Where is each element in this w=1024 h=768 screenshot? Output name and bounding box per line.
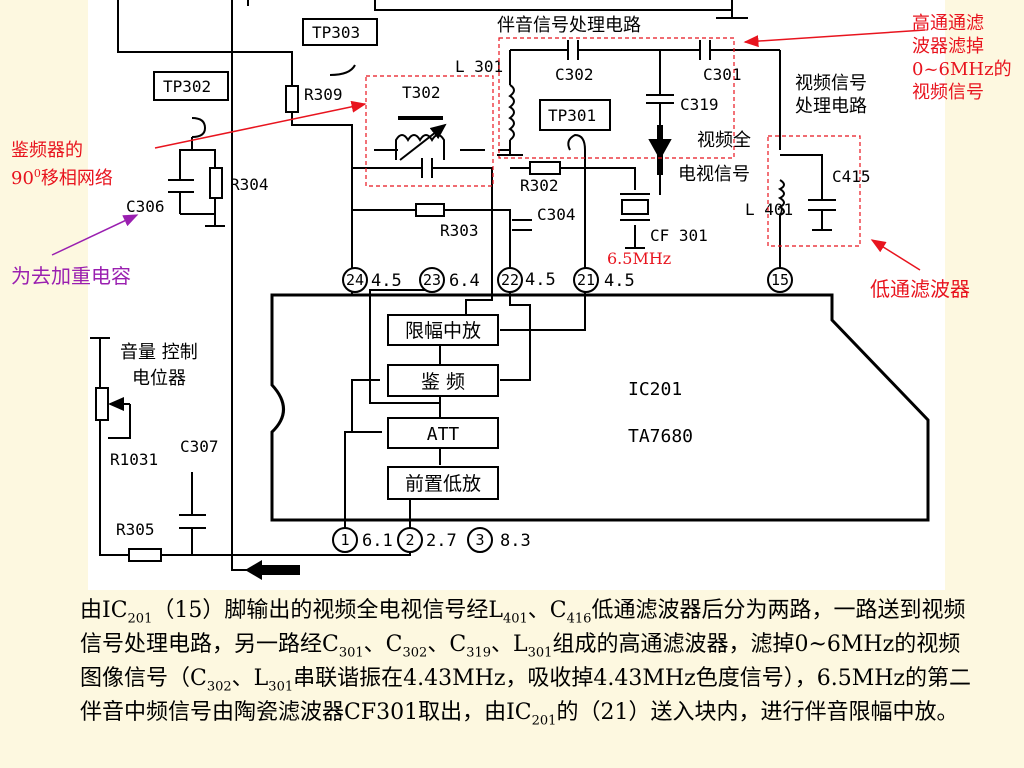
components (95, 18, 836, 562)
annotation-discr-line2: 900移相网络 (11, 167, 113, 189)
component-labels: TP303 TP302 TP301 R309 R304 R302 R303 R3… (110, 23, 871, 539)
pin-15 (767, 267, 793, 293)
ic-body (270, 293, 930, 522)
label-t302: T302 (402, 83, 441, 102)
pin-21-volt: 4.5 (604, 271, 635, 291)
block-discriminator-label: 鉴 频 (421, 371, 465, 393)
label-ic-model: TA7680 (628, 426, 693, 447)
outline-hpf (498, 37, 735, 159)
pin-24 (342, 267, 368, 293)
outline-lpf (767, 135, 861, 247)
annotation-discr-line1: 鉴频器的 (11, 140, 83, 161)
annotation-hpf-line1: 高通通滤 (912, 13, 984, 34)
annotation-hpf: 高通通滤 波器滤掉 0~6MHz的 视频信号 (912, 12, 1024, 104)
label-video-circuit-1: 视频信号 (795, 73, 867, 94)
label-c304: C304 (537, 205, 576, 224)
annotation-arrows (51, 29, 926, 271)
pin-23-num: 23 (423, 271, 441, 289)
pin-1-volt: 6.1 (362, 531, 393, 551)
label-c306: C306 (126, 197, 165, 216)
circuit-diagram: 24 23 22 21 15 1 2 3 4.5 6.4 4.5 4.5 6.1… (51, 0, 930, 580)
pin-voltages: 4.5 6.4 4.5 4.5 6.1 2.7 8.3 (362, 270, 635, 551)
block-preamp (387, 466, 499, 500)
annotation-hpf-line4: 视频信号 (912, 82, 984, 103)
block-att-label: ATT (427, 424, 460, 445)
annotation-hpf-line3: 0~6MHz的 (912, 59, 1012, 80)
block-limiter-amp-label: 限幅中放 (405, 320, 481, 342)
outline-phase-network (365, 75, 494, 187)
label-ic-name: IC201 (628, 379, 682, 400)
label-video-circuit-2: 处理电路 (795, 96, 867, 117)
pin-3-volt: 8.3 (500, 531, 531, 551)
label-full-tv-1: 视频全 (697, 130, 751, 151)
label-c415: C415 (832, 167, 871, 186)
pin-23 (419, 267, 445, 293)
pin-22 (497, 267, 523, 293)
label-sound-circuit: 伴音信号处理电路 (497, 15, 641, 36)
annotation-hpf-line2: 波器滤掉 (912, 36, 984, 57)
label-r303: R303 (440, 221, 479, 240)
label-r305: R305 (116, 520, 155, 539)
pin-1 (332, 527, 358, 553)
block-att (387, 417, 499, 449)
label-volume-2: 电位器 (132, 368, 186, 389)
label-r302: R302 (520, 176, 559, 195)
pin-3-num: 3 (475, 531, 484, 549)
label-c319: C319 (680, 95, 719, 114)
label-r304: R304 (230, 175, 269, 194)
label-c302: C302 (555, 65, 594, 84)
ic-blocks (387, 314, 499, 500)
annotation-deemphasis: 为去加重电容 (11, 264, 131, 288)
annotation-discriminator: 鉴频器的 900移相网络 (11, 139, 161, 190)
pin-22-num: 22 (501, 271, 519, 289)
annotation-lpf: 低通滤波器 (870, 277, 970, 301)
pin-2-volt: 2.7 (426, 531, 457, 551)
output-arrow (231, 558, 300, 580)
pin-24-num: 24 (346, 271, 364, 289)
label-c301: C301 (703, 65, 742, 84)
pin-3 (467, 527, 493, 553)
pin-texts: 24 23 22 21 15 1 2 3 (340, 271, 789, 549)
pin-2-num: 2 (405, 531, 414, 549)
label-freq: 6.5MHz (607, 249, 671, 268)
label-r1031: R1031 (110, 450, 158, 469)
block-limiter-amp (387, 314, 499, 346)
label-r309: R309 (304, 85, 343, 104)
pins (332, 267, 793, 553)
label-full-tv-2: 电视信号 (678, 164, 750, 185)
block-discriminator (387, 364, 499, 397)
pin-1-num: 1 (340, 531, 349, 549)
block-texts: 限幅中放 鉴 频 ATT 前置低放 (405, 320, 481, 495)
label-volume-1: 音量 控制 (120, 342, 198, 363)
label-tp301: TP301 (548, 106, 596, 125)
label-cf301: CF 301 (650, 226, 708, 245)
pin-23-volt: 6.4 (449, 271, 480, 291)
pin-2 (397, 527, 423, 553)
label-l301: L 301 (455, 57, 503, 76)
pin-24-volt: 4.5 (371, 271, 402, 291)
block-preamp-label: 前置低放 (405, 473, 481, 495)
pin-22-volt: 4.5 (525, 270, 556, 290)
explanation-paragraph: 由IC201（15）脚输出的视频全电视信号经L401、C416低通滤波器后分为两… (80, 598, 971, 729)
pin-21-num: 21 (577, 271, 595, 289)
label-l401: L 401 (745, 200, 793, 219)
label-tp303: TP303 (312, 23, 360, 42)
pin-21 (573, 267, 599, 293)
pin-15-num: 15 (771, 271, 789, 289)
dashed-outlines (365, 37, 861, 247)
chinese-labels: 伴音信号处理电路 视频信号 处理电路 视频全 电视信号 音量 控制 电位器 (120, 15, 867, 389)
label-c307: C307 (180, 437, 219, 456)
label-tp302: TP302 (163, 77, 211, 96)
